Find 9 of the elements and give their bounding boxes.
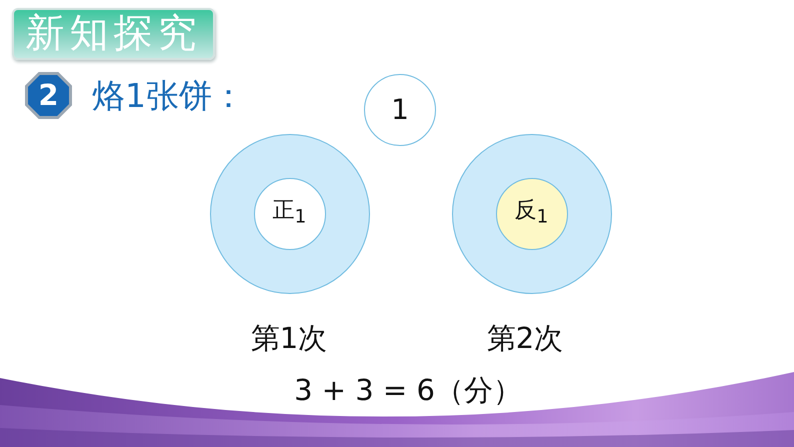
inner-circle: 正$_{1}$ [254,178,326,250]
caption-text: 第2次 [486,320,564,357]
number-badge: 2 [25,72,72,119]
caption-text: 第1次 [250,320,328,357]
heading-text: 烙1张饼： [92,75,245,117]
equation-text: 3 + 3 = 6（分） [294,372,522,409]
number-circle: 1 [364,74,436,146]
inner-circle: 反$_{1}$ [496,178,568,250]
title-banner: 新知探究 [12,8,215,60]
